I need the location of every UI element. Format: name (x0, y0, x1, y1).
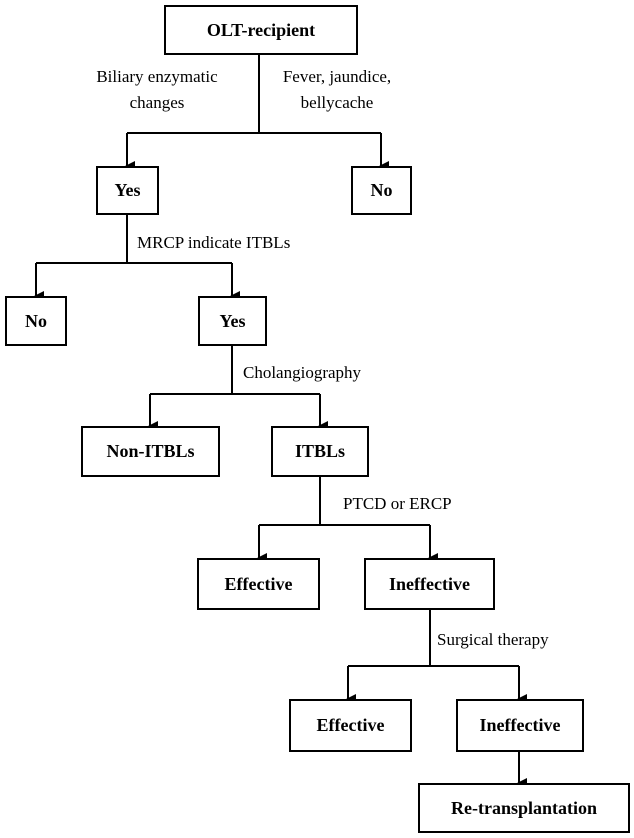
edge-label-line: changes (129, 93, 185, 112)
node-label: No (370, 180, 393, 200)
node-label: No (25, 310, 47, 331)
edge-label-line: bellycache (300, 93, 374, 112)
edge-label-line: Fever, jaundice, (282, 67, 392, 86)
node-label: Yes (114, 180, 141, 200)
node-effective-1: Effective (197, 558, 320, 610)
edge-label-biliary: Biliary enzymatic changes (72, 64, 242, 116)
edge-label-ptcd: PTCD or ERCP (343, 494, 452, 513)
node-label: Ineffective (389, 573, 470, 594)
edge-label-fever: Fever, jaundice, bellycache (262, 64, 412, 116)
node-label: Non-ITBLs (106, 441, 195, 461)
node-label: Re-transplantation (450, 797, 597, 818)
node-no-2: No (5, 296, 67, 346)
edge-label-cholangiography: Cholangiography (243, 363, 362, 382)
edge-label-line: Biliary enzymatic (96, 67, 218, 86)
node-effective-2: Effective (289, 699, 412, 752)
node-label: Yes (219, 310, 246, 331)
node-label: Effective (224, 573, 293, 594)
node-re-transplantation: Re-transplantation (418, 783, 630, 833)
node-label: Ineffective (479, 715, 561, 735)
node-yes-1: Yes (96, 166, 159, 215)
node-olt-recipient: OLT-recipient (164, 5, 358, 55)
edge-label-mrcp: MRCP indicate ITBLs (137, 233, 291, 252)
node-itbls: ITBLs (271, 426, 369, 477)
node-label: OLT-recipient (206, 19, 316, 40)
node-no-1: No (351, 166, 412, 215)
edge-label-surgical: Surgical therapy (437, 630, 549, 649)
node-label: ITBLs (294, 441, 346, 461)
node-ineffective-1: Ineffective (364, 558, 495, 610)
node-yes-2: Yes (198, 296, 267, 346)
node-label: Effective (316, 715, 385, 735)
node-ineffective-2: Ineffective (456, 699, 584, 752)
node-non-itbls: Non-ITBLs (81, 426, 220, 477)
